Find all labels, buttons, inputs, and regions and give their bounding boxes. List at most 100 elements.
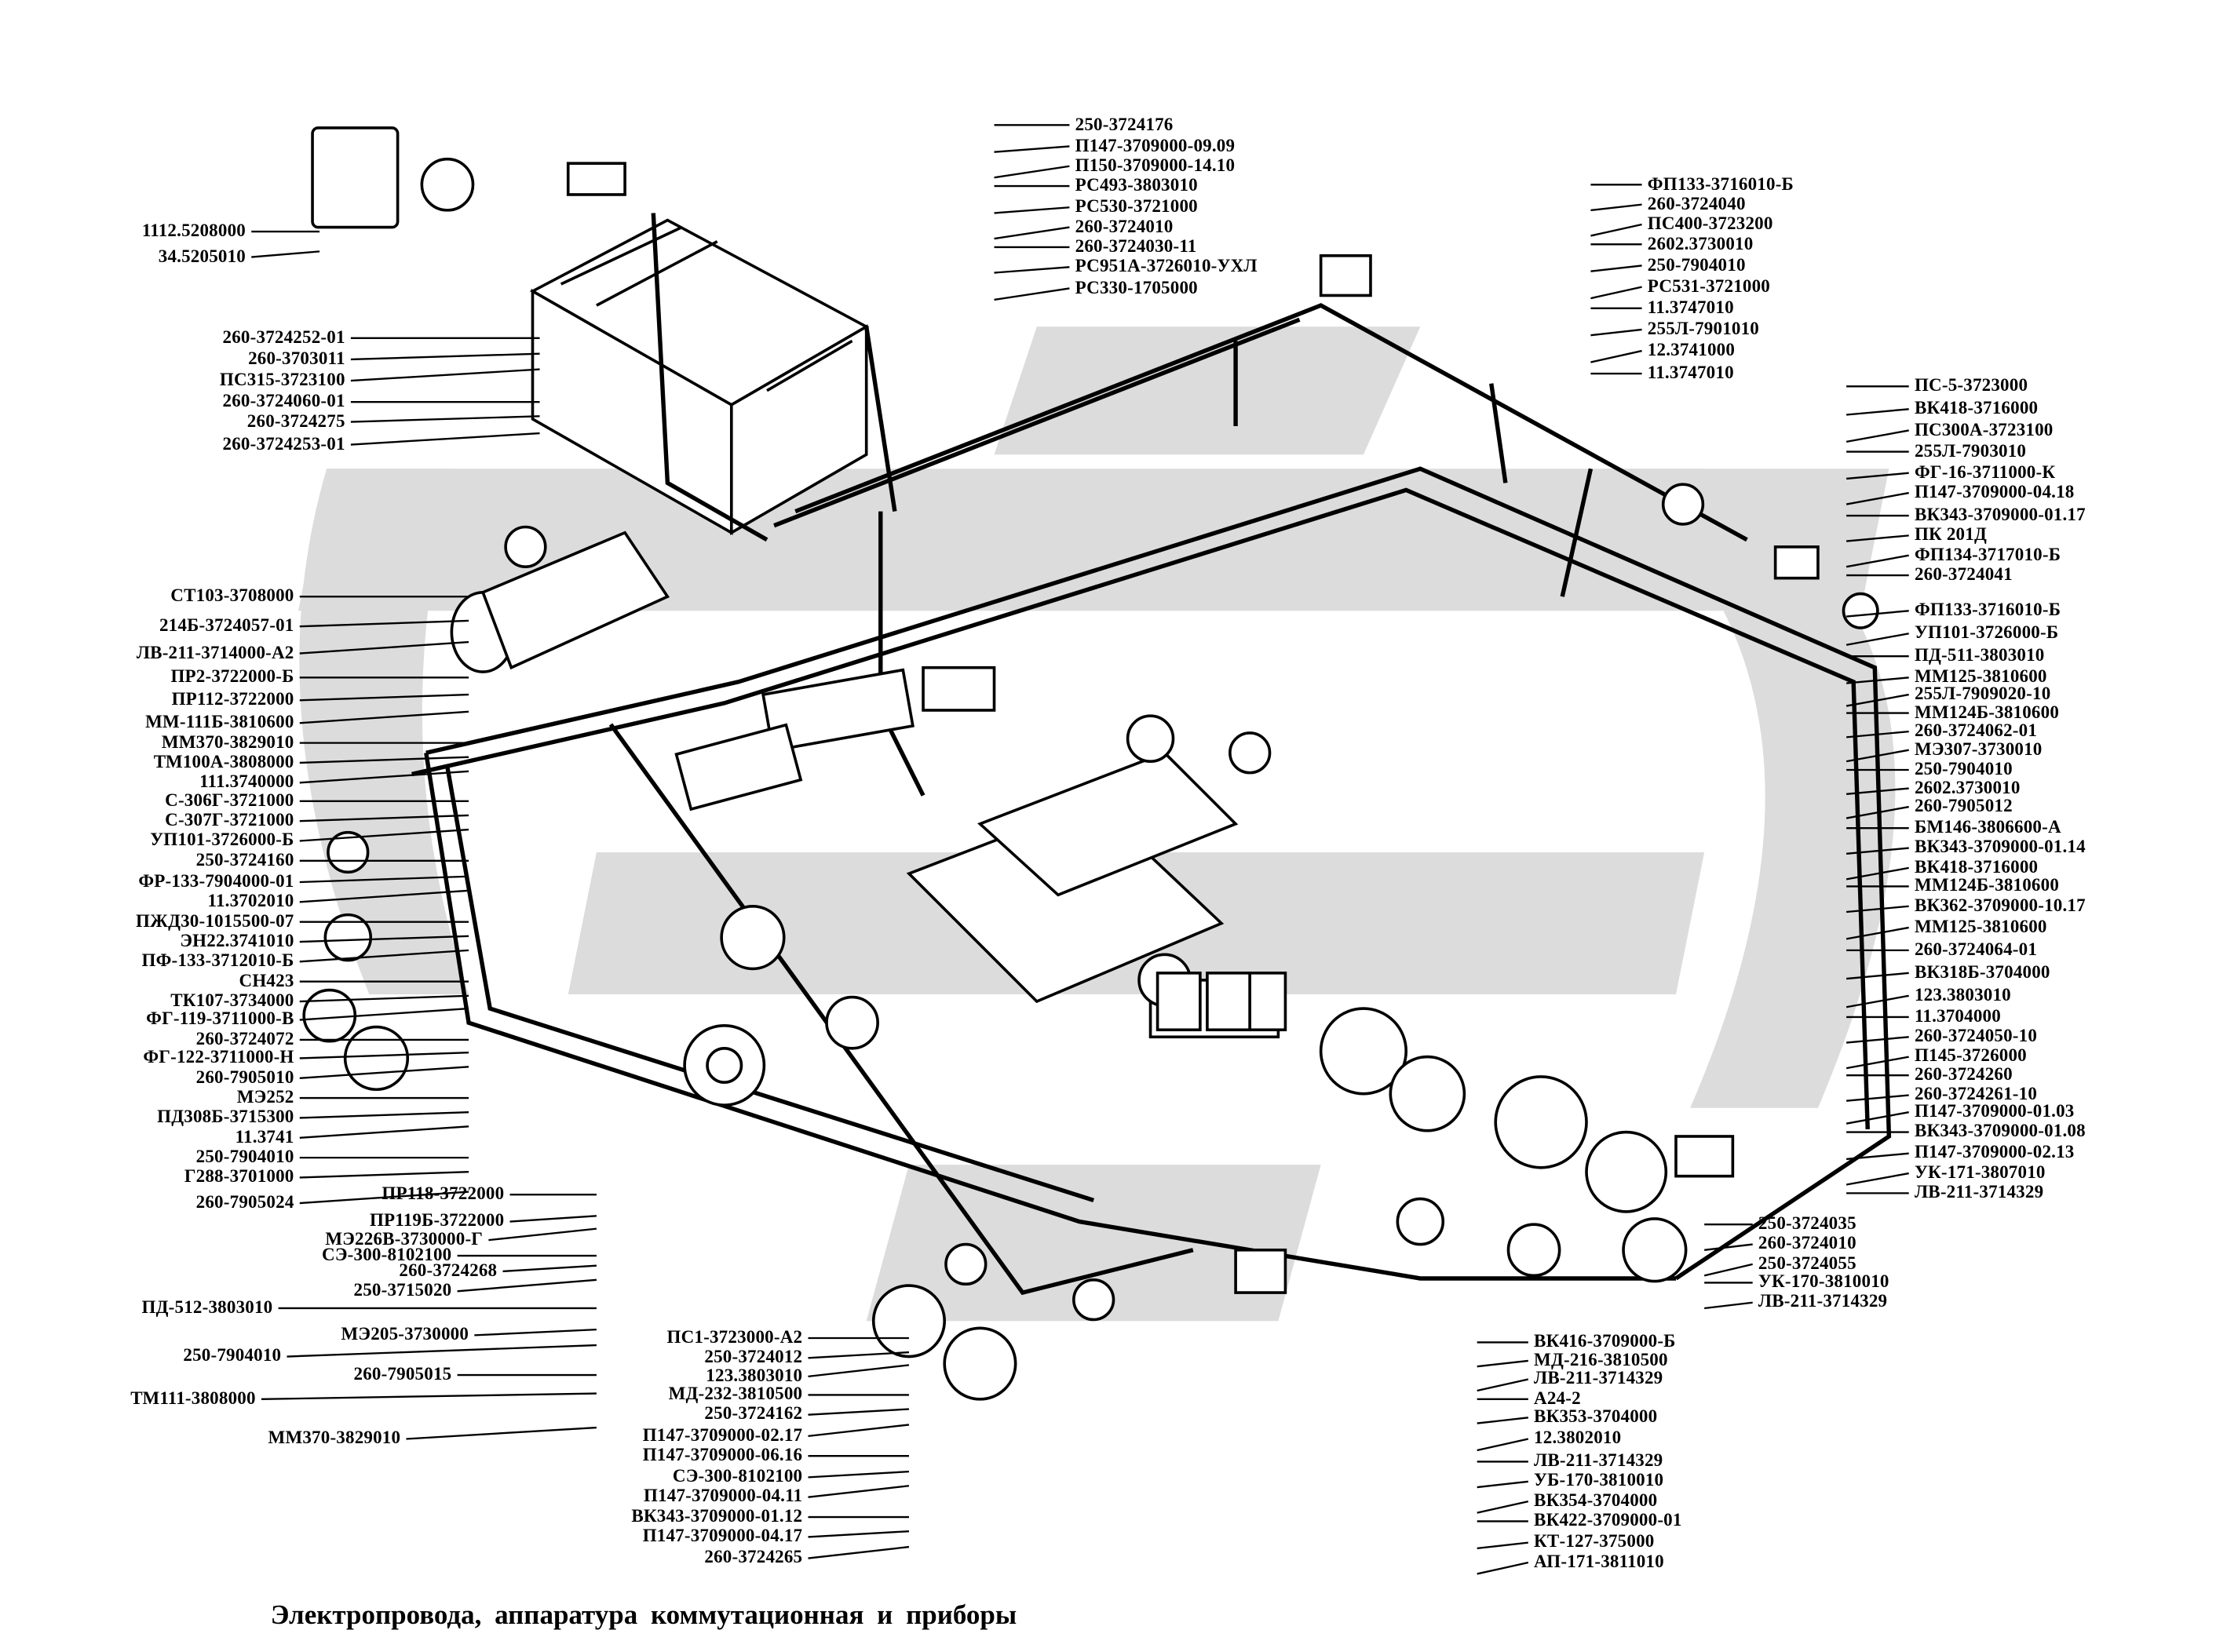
part-label: МЭ307-3730010 [1914,738,2043,759]
part-label: П147-3709000-04.17 [642,1526,803,1545]
part-label: ЛВ-211-3714329 [1534,1450,1663,1471]
part-label: ФП133-3716010-Б [1914,600,2061,620]
leader-line [1845,787,1909,795]
leader-line [474,1328,597,1337]
diagram-title: Электропровода, аппаратура коммутационна… [270,1599,1017,1630]
part-label: А24-2 [1534,1388,1581,1408]
part-label: ЛВ-211-3714000-А2 [136,642,294,662]
part-label: ММ370-3829010 [161,731,294,752]
part-label: ПС-5-3723000 [1914,375,2028,396]
leader-line [299,640,469,655]
leader-line [299,828,469,842]
part-label: 250-3724012 [704,1347,803,1367]
leader-line [808,1485,910,1498]
leader-line [299,1007,469,1021]
leader-line [994,206,1070,214]
leader-line [808,1530,910,1538]
part-label: 260-3724041 [1914,564,2013,585]
leader-line [1845,749,1909,763]
part-label: ПР112-3722000 [171,689,294,709]
part-label: 260-3724265 [704,1547,803,1567]
part-label: ЭН22.3741010 [180,930,294,950]
leader-line [994,165,1070,179]
part-label: ПС400-3723200 [1647,213,1773,234]
leader-line [1590,328,1642,337]
leader-line [299,770,469,784]
leader-line [299,1066,469,1079]
part-label: 260-3703011 [248,348,345,369]
leader-line [299,1125,469,1139]
fuse-box [311,126,1372,297]
part-label: ММ124Б-3810600 [1914,702,2060,722]
leader-line [1845,730,1909,738]
part-label: УП101-3726000-Б [150,830,294,850]
part-label: ПД-511-3803010 [1914,645,2045,666]
part-label: П147-3709000-06.16 [642,1444,803,1464]
part-label: ПР118-3722000 [382,1183,505,1203]
leader-line [1477,1417,1528,1424]
part-label: ВК343-3709000-01.17 [1914,505,2086,525]
part-label: МД-232-3810500 [668,1384,803,1404]
part-label: ЛВ-211-3714329 [1914,1182,2044,1202]
leader-line [251,250,320,258]
part-label: 11.3741 [235,1126,294,1147]
part-label: 260-3724260 [1914,1063,2013,1084]
leader-line [299,1191,469,1205]
leader-line [808,1470,910,1479]
leader-line [350,368,540,382]
part-label: 123.3803010 [706,1365,803,1385]
part-label: П147-3709000-02.13 [1914,1142,2075,1162]
part-label: ПР2-3722000-Б [170,666,294,687]
leader-line [299,693,469,702]
part-label: РС330-1705000 [1075,277,1198,297]
leader-lines [251,124,1909,1575]
part-label: 250-7904010 [1647,254,1746,275]
leader-line [1845,1056,1909,1070]
leader-line [1845,429,1909,443]
part-label: С-307Г-3721000 [165,810,294,830]
leader-line [1845,1094,1909,1102]
part-label: РС951А-3726010-УХЛ [1075,256,1258,276]
part-label: АП-171-3811010 [1534,1551,1664,1571]
leader-line [1477,1438,1529,1452]
part-label: П150-3709000-14.10 [1075,155,1236,176]
leader-line [350,352,540,361]
starter-motor [450,525,670,673]
part-label: 260-3724010 [1075,216,1174,236]
leader-line [261,1392,597,1401]
part-label: УП101-3726000-Б [1914,622,2059,643]
part-label: РС530-3721000 [1075,196,1198,217]
part-label: СЭ-300-8102100 [672,1466,803,1486]
leader-line [808,1545,910,1559]
part-label: П147-3709000-04.18 [1914,482,2075,502]
part-label: П147-3709000-09.09 [1075,135,1236,155]
part-label: 214Б-3724057-01 [159,615,294,636]
leader-line [457,1278,597,1293]
leader-line [808,1408,910,1416]
leader-line [1590,203,1642,212]
part-label: ПЖД30-1015500-07 [136,910,294,931]
leader-line [1845,1111,1909,1125]
leader-line [1845,693,1909,707]
part-label: 12.3802010 [1534,1428,1622,1448]
part-label: П147-3709000-02.17 [642,1424,803,1445]
part-label: П147-3709000-01.03 [1914,1101,2075,1121]
leader-line [1590,349,1642,363]
part-label: ФГ-119-3711000-В [146,1008,294,1029]
leader-line [1845,491,1909,505]
part-label: ЛВ-211-3714329 [1758,1291,1888,1311]
leader-line [299,875,469,884]
part-label: ТМ111-3808000 [130,1388,256,1408]
part-label: 250-3715020 [353,1279,452,1300]
part-label: ЛВ-211-3714329 [1534,1368,1663,1388]
part-label: ВК422-3709000-01 [1534,1510,1682,1530]
part-label: БМ146-3806600-А [1914,817,2061,837]
part-label: ВК343-3709000-01.14 [1914,837,2086,857]
part-label: 260-3724050-10 [1914,1026,2038,1046]
leader-line [1845,534,1909,542]
part-label: 260-3724253-01 [222,433,345,454]
leader-line [1845,805,1909,819]
part-label: 260-3724261-10 [1914,1084,2038,1104]
part-label: 260-3724040 [1647,193,1746,213]
part-label: 250-7904010 [1914,758,2013,779]
